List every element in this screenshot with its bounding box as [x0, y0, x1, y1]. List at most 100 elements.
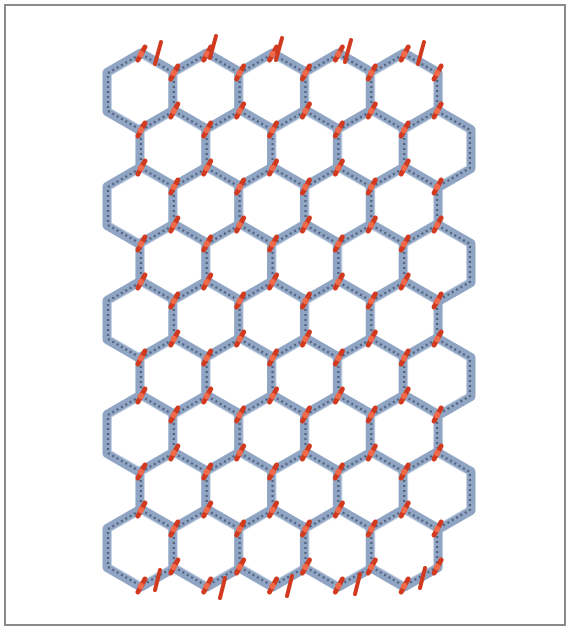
lattice-atom — [431, 405, 444, 424]
hex-cell — [234, 504, 311, 592]
lattice-atom — [365, 215, 378, 234]
lattice-atom — [267, 272, 280, 291]
lattice-atom — [398, 462, 411, 481]
lattice-atom — [431, 443, 444, 462]
lattice-atom — [234, 101, 247, 120]
edge-bond — [208, 34, 218, 60]
lattice-atom — [398, 272, 411, 291]
lattice-atom — [365, 519, 378, 538]
lattice-atom — [299, 177, 312, 196]
lattice-atom — [299, 443, 312, 462]
lattice-atoms — [135, 34, 444, 600]
lattice-atom — [267, 576, 280, 595]
lattice-atom — [431, 329, 444, 348]
edge-bond — [153, 568, 162, 592]
lattice-atom — [234, 329, 247, 348]
lattice-atom — [431, 215, 444, 234]
lattice-atom — [267, 386, 280, 405]
lattice-atom — [168, 443, 181, 462]
lattice-atom — [398, 44, 411, 63]
lattice-atom — [135, 348, 148, 367]
lattice-atom — [201, 120, 214, 139]
lattice-atom — [299, 63, 312, 82]
lattice-atom — [201, 272, 214, 291]
lattice-atom — [398, 120, 411, 139]
lattice-atom — [332, 272, 345, 291]
lattice-atom — [398, 348, 411, 367]
lattice-atom — [135, 462, 148, 481]
lattice-atom — [234, 519, 247, 538]
lattice-atom — [201, 576, 214, 595]
hex-cell — [168, 504, 246, 592]
lattice-atom — [332, 386, 345, 405]
lattice-atom — [135, 576, 148, 595]
lattice-atom — [201, 348, 214, 367]
lattice-atom — [168, 177, 181, 196]
edge-bond — [285, 574, 294, 598]
lattice-atom — [201, 462, 214, 481]
edge-bond — [343, 38, 353, 64]
lattice-atom — [332, 576, 345, 595]
lattice-atom — [168, 215, 181, 234]
lattice-atom — [168, 63, 181, 82]
lattice-atom — [135, 120, 148, 139]
edge-bond — [416, 40, 426, 66]
lattice-atom — [267, 500, 280, 519]
lattice-atom — [365, 291, 378, 310]
lattice-atom — [332, 158, 345, 177]
lattice-atom — [201, 386, 214, 405]
lattice-atom — [168, 101, 181, 120]
edge-bond — [153, 40, 163, 66]
lattice-atom — [267, 158, 280, 177]
lattice-atom — [398, 234, 411, 253]
lattice-atom — [365, 557, 378, 576]
lattice-atom — [267, 462, 280, 481]
lattice-atom — [234, 405, 247, 424]
lattice-atom — [168, 557, 181, 576]
lattice-atom — [398, 500, 411, 519]
lattice-atom — [332, 234, 345, 253]
lattice-atom — [267, 234, 280, 253]
hex-cell — [102, 504, 180, 592]
lattice-atom — [299, 101, 312, 120]
hex-cell — [365, 504, 443, 592]
hexagonal-cells — [102, 48, 476, 592]
lattice-atom — [267, 120, 280, 139]
lattice-atom — [201, 234, 214, 253]
lattice-atom — [332, 120, 345, 139]
lattice-atom — [234, 557, 247, 576]
lattice-atom — [332, 462, 345, 481]
lattice-atom — [365, 177, 378, 196]
lattice-atom — [365, 443, 378, 462]
lattice-atom — [431, 63, 444, 82]
lattice-atom — [332, 500, 345, 519]
lattice-atom — [431, 291, 444, 310]
lattice-atom — [135, 386, 148, 405]
lattice-atom — [398, 158, 411, 177]
edge-bond — [274, 36, 284, 62]
lattice-atom — [234, 443, 247, 462]
lattice-atom — [431, 177, 444, 196]
lattice-atom — [431, 519, 444, 538]
lattice-atom — [135, 500, 148, 519]
lattice-atom — [135, 158, 148, 177]
edge-bond — [218, 576, 227, 600]
edge-bond — [418, 566, 427, 590]
lattice-atom — [201, 500, 214, 519]
lattice-atom — [365, 101, 378, 120]
lattice-atom — [201, 158, 214, 177]
lattice-atom — [299, 557, 312, 576]
lattice-atom — [398, 386, 411, 405]
lattice-atom — [201, 44, 214, 63]
lattice-atom — [168, 329, 181, 348]
lattice-atom — [168, 405, 181, 424]
lattice-atom — [299, 291, 312, 310]
lattice-atom — [431, 557, 444, 576]
lattice-atom — [135, 44, 148, 63]
lattice-atom — [299, 215, 312, 234]
lattice-atom — [431, 101, 444, 120]
lattice-atom — [234, 63, 247, 82]
lattice-atom — [135, 272, 148, 291]
edge-bond — [353, 572, 362, 596]
